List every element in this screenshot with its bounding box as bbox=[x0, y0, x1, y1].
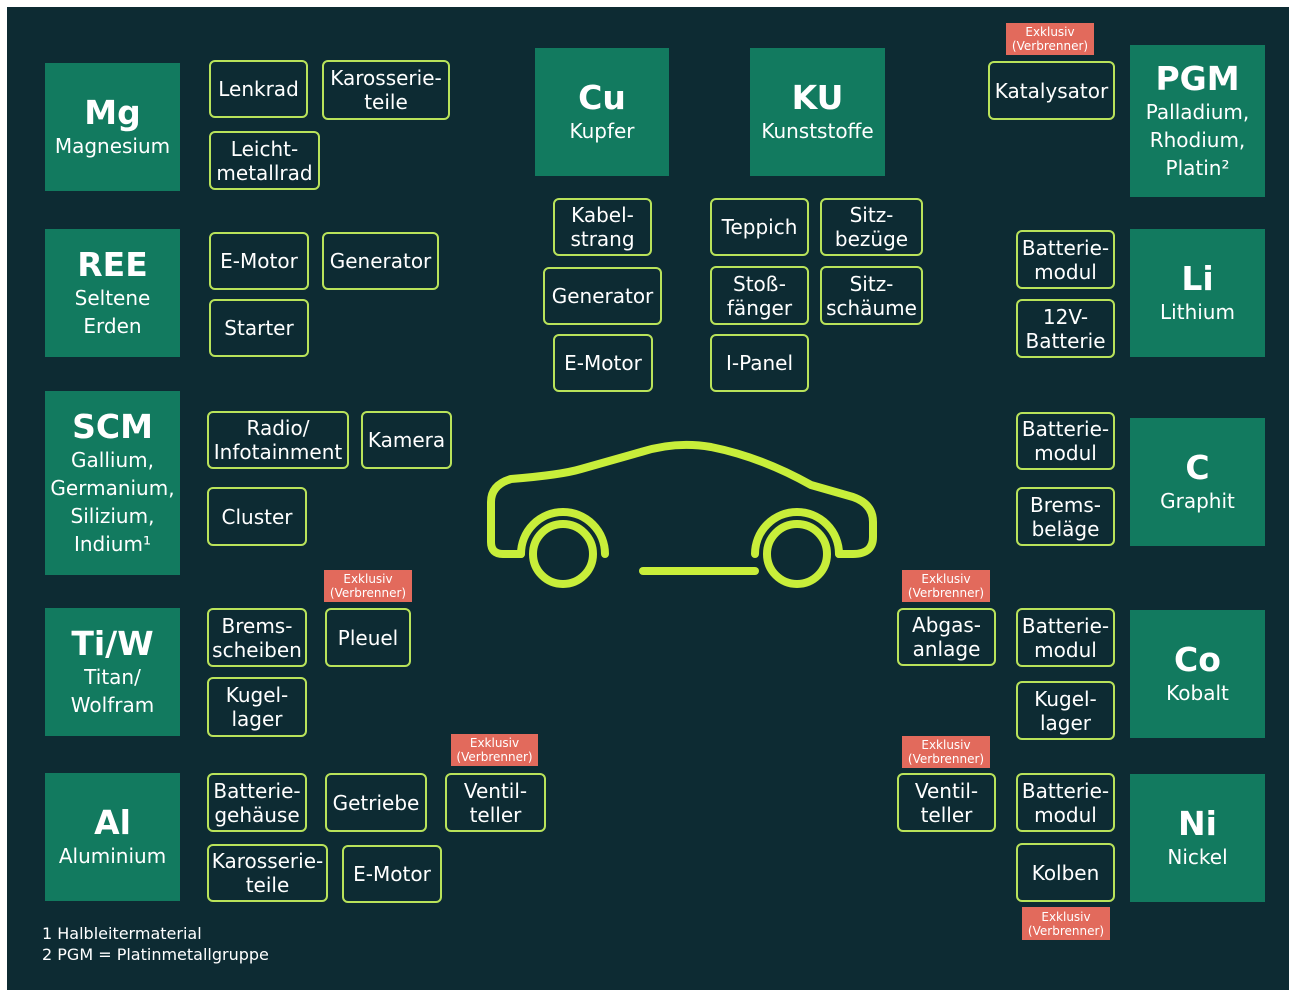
element-symbol: Co bbox=[1174, 640, 1221, 679]
element-name: Kobalt bbox=[1166, 681, 1229, 705]
element-name: Kupfer bbox=[569, 119, 635, 143]
element-ku: KU Kunststoffe bbox=[750, 48, 885, 176]
element-scm: SCM Gallium, Germanium, Silizium, Indium… bbox=[45, 391, 180, 575]
part-pleuel: Pleuel bbox=[325, 608, 411, 667]
part-e-motor: E-Motor bbox=[342, 845, 442, 903]
element-name: Titan/ Wolfram bbox=[70, 665, 155, 717]
element-name: Seltene Erden bbox=[74, 286, 151, 338]
part-kabelstrang: Kabel- strang bbox=[553, 198, 652, 256]
part-sitzschaeume: Sitz- schäume bbox=[820, 266, 923, 325]
part-teppich: Teppich bbox=[710, 198, 809, 256]
element-symbol: Ni bbox=[1178, 804, 1217, 843]
element-ree: REE Seltene Erden bbox=[45, 229, 180, 357]
element-symbol: PGM bbox=[1155, 59, 1240, 98]
element-name: Kunststoffe bbox=[761, 119, 874, 143]
part-ventilteller: Ventil- teller bbox=[897, 773, 996, 832]
part-batteriemodul: Batterie- modul bbox=[1016, 773, 1115, 832]
badge-exklusiv-verbrenner: Exklusiv (Verbrenner) bbox=[902, 736, 990, 768]
part-stossfaenger: Stoß- fänger bbox=[710, 266, 809, 325]
part-batteriegehaeuse: Batterie- gehäuse bbox=[207, 773, 307, 832]
part-getriebe: Getriebe bbox=[325, 773, 427, 832]
element-name: Palladium, Rhodium, Platin² bbox=[1145, 100, 1250, 180]
element-ni: Ni Nickel bbox=[1130, 774, 1265, 902]
element-pgm: PGM Palladium, Rhodium, Platin² bbox=[1130, 45, 1265, 197]
part-katalysator: Katalysator bbox=[988, 61, 1115, 120]
element-name: Magnesium bbox=[54, 134, 171, 158]
element-mg: Mg Magnesium bbox=[45, 63, 180, 191]
part-12v-batterie: 12V- Batterie bbox=[1016, 299, 1115, 358]
element-c: C Graphit bbox=[1130, 418, 1265, 546]
element-name: Aluminium bbox=[58, 844, 167, 868]
part-bremsscheiben: Brems- scheiben bbox=[207, 608, 307, 667]
element-name: Nickel bbox=[1167, 845, 1228, 869]
badge-exklusiv-verbrenner: Exklusiv (Verbrenner) bbox=[1022, 907, 1110, 940]
element-al: Al Aluminium bbox=[45, 773, 180, 901]
part-kolben: Kolben bbox=[1016, 843, 1115, 902]
element-symbol: KU bbox=[791, 78, 844, 117]
element-symbol: C bbox=[1185, 448, 1210, 487]
element-tiw: Ti/W Titan/ Wolfram bbox=[45, 608, 180, 736]
badge-exklusiv-verbrenner: Exklusiv (Verbrenner) bbox=[451, 734, 538, 766]
part-ventilteller: Ventil- teller bbox=[445, 773, 546, 832]
part-generator: Generator bbox=[322, 232, 439, 290]
element-co: Co Kobalt bbox=[1130, 610, 1265, 738]
element-li: Li Lithium bbox=[1130, 229, 1265, 357]
part-generator: Generator bbox=[543, 267, 662, 325]
part-lenkrad: Lenkrad bbox=[209, 60, 308, 118]
element-name: Gallium, Germanium, Silizium, Indium¹ bbox=[50, 448, 175, 556]
footnote-2: 2 PGM = Platinmetallgruppe bbox=[42, 945, 269, 964]
car-icon bbox=[487, 440, 877, 588]
part-starter: Starter bbox=[209, 299, 309, 357]
badge-exklusiv-verbrenner: Exklusiv (Verbrenner) bbox=[1006, 23, 1094, 55]
element-symbol: SCM bbox=[72, 407, 153, 446]
part-batteriemodul: Batterie- modul bbox=[1016, 412, 1115, 470]
element-symbol: Al bbox=[94, 803, 131, 842]
element-symbol: Mg bbox=[84, 93, 141, 132]
element-symbol: Cu bbox=[578, 78, 626, 117]
footnote-1: 1 Halbleitermaterial bbox=[42, 924, 202, 943]
part-e-motor: E-Motor bbox=[209, 232, 309, 290]
element-name: Graphit bbox=[1160, 489, 1235, 513]
part-kugellager: Kugel- lager bbox=[1016, 681, 1115, 740]
element-cu: Cu Kupfer bbox=[535, 48, 669, 176]
element-symbol: Li bbox=[1181, 259, 1214, 298]
part-leichtmetallrad: Leicht- metallrad bbox=[209, 131, 320, 190]
part-cluster: Cluster bbox=[207, 487, 307, 546]
part-kugellager: Kugel- lager bbox=[207, 677, 307, 737]
part-batteriemodul: Batterie- modul bbox=[1016, 608, 1115, 667]
element-symbol: REE bbox=[77, 245, 148, 284]
part-e-motor: E-Motor bbox=[553, 334, 653, 392]
badge-exklusiv-verbrenner: Exklusiv (Verbrenner) bbox=[902, 570, 990, 602]
part-radio-infotainment: Radio/ Infotainment bbox=[207, 411, 349, 469]
part-batteriemodul: Batterie- modul bbox=[1016, 230, 1115, 289]
part-karosserieteile: Karosserie- teile bbox=[322, 60, 450, 120]
diagram-canvas: Mg Magnesium REE Seltene Erden SCM Galli… bbox=[7, 7, 1289, 990]
part-abgasanlage: Abgas- anlage bbox=[897, 608, 996, 666]
badge-exklusiv-verbrenner: Exklusiv (Verbrenner) bbox=[324, 570, 412, 602]
part-bremsbelaege: Brems- beläge bbox=[1016, 487, 1115, 546]
element-symbol: Ti/W bbox=[71, 624, 154, 663]
part-sitzbezuege: Sitz- bezüge bbox=[820, 198, 923, 256]
part-karosserieteile: Karosserie- teile bbox=[207, 844, 328, 902]
element-name: Lithium bbox=[1160, 300, 1235, 324]
part-i-panel: I-Panel bbox=[710, 334, 809, 392]
part-kamera: Kamera bbox=[361, 411, 452, 469]
